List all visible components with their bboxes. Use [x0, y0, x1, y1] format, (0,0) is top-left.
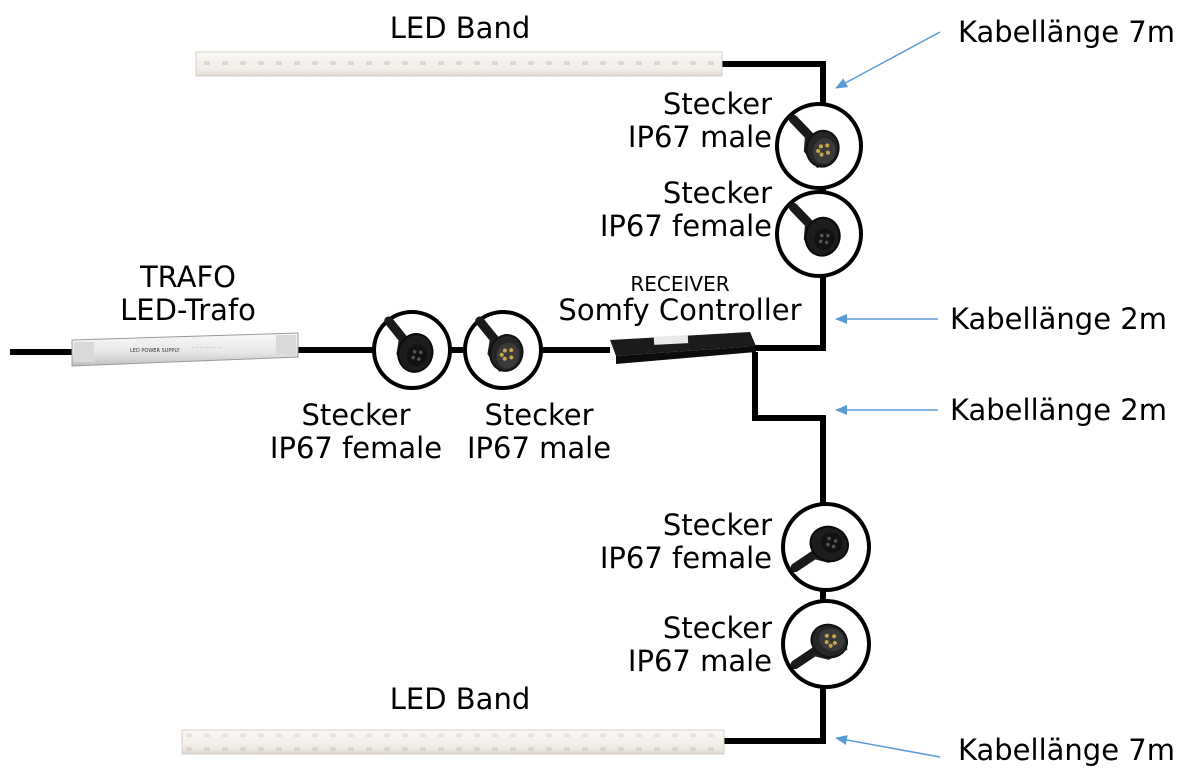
- connector-bottom-male-label: Stecker IP67 male: [628, 614, 772, 676]
- receiver-title: RECEIVER: [630, 272, 730, 296]
- receiver-label: RECEIVER Somfy Controller: [558, 274, 801, 325]
- connector-label-line2: IP67 female: [269, 431, 443, 465]
- connector-label-line1: Stecker: [662, 508, 772, 542]
- cable-length-bottom-controller: Kabellänge 2m: [950, 393, 1167, 427]
- connector-label-line1: Stecker: [662, 87, 772, 121]
- connector-label-line2: IP67 male: [627, 120, 772, 154]
- wire-top-controller: [748, 270, 826, 351]
- cable-length-top-controller: Kabellänge 2m: [950, 302, 1167, 336]
- connector-bottom-female-label: Stecker IP67 female: [600, 511, 772, 573]
- connector-label-line1: Stecker: [301, 398, 411, 432]
- connector-top-male-label: Stecker IP67 male: [628, 90, 772, 152]
- connector-label-line2: IP67 female: [599, 209, 772, 243]
- trafo-case-label: LED POWER SUPPLY: [130, 348, 180, 354]
- connector-label-line2: IP67 male: [466, 431, 612, 465]
- led-band-bottom-label: LED Band: [389, 682, 531, 716]
- connector-bottom-male: [781, 599, 871, 689]
- cable-length-top-strip: Kabellänge 7m: [958, 15, 1175, 49]
- connector-top-male: [775, 102, 863, 190]
- trafo-spec-text: · · · · · · · · · · · ·: [192, 345, 221, 350]
- connector-trafo-female: [372, 310, 452, 390]
- arrow-top-strip: [835, 31, 941, 89]
- led-strip-bottom: [181, 729, 725, 755]
- connector-label-line2: IP67 male: [627, 644, 772, 678]
- wire-bottom-controller: [752, 352, 826, 505]
- led-strip-top: [195, 51, 723, 77]
- connector-trafo-male: [463, 310, 543, 390]
- led-band-top-label: LED Band: [389, 11, 531, 45]
- connector-label-line1: Stecker: [662, 611, 772, 645]
- connector-label-line1: Stecker: [662, 176, 772, 210]
- trafo-label: TRAFO LED-Trafo: [120, 263, 256, 325]
- wire-bottom-strip: [722, 688, 826, 744]
- trafo-subtitle: LED-Trafo: [120, 293, 256, 327]
- connector-bottom-female: [781, 502, 871, 592]
- connector-trafo-male-label: Stecker IP67 male: [467, 401, 611, 463]
- connector-label-line2: IP67 female: [599, 541, 772, 575]
- cable-length-bottom-strip: Kabellänge 7m: [958, 733, 1175, 767]
- wire-top-strip: [722, 61, 826, 105]
- receiver-device: [610, 332, 756, 364]
- trafo-title: TRAFO: [139, 260, 237, 294]
- receiver-subtitle: Somfy Controller: [558, 293, 802, 327]
- wires: [10, 61, 826, 744]
- connector-trafo-female-label: Stecker IP67 female: [270, 401, 442, 463]
- connector-top-female-label: Stecker IP67 female: [600, 179, 772, 241]
- trafo-device: LED POWER SUPPLY · · · · · · · · · · · ·: [71, 332, 299, 367]
- arrow-bottom-strip: [835, 735, 941, 758]
- connector-top-female: [775, 190, 863, 278]
- connector-label-line1: Stecker: [484, 398, 594, 432]
- cable-arrows: [835, 31, 941, 758]
